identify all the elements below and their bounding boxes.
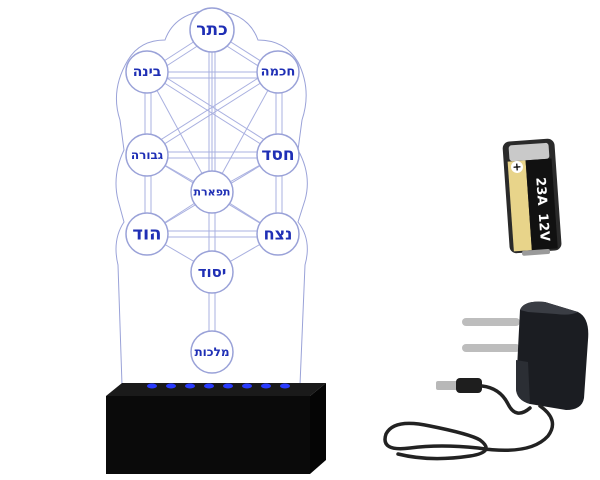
label-chochmah: חכמה (261, 65, 296, 80)
led-base (106, 383, 326, 474)
label-keter: כתר (196, 20, 227, 40)
node-netzach (256, 212, 300, 256)
node-chesed (256, 133, 300, 177)
led-lights (147, 383, 290, 389)
node-binah (125, 50, 169, 94)
node-yesod (190, 250, 234, 294)
label-gevurah: גבורה (131, 148, 164, 162)
node-hod (125, 212, 169, 256)
plug-pin-bottom (462, 344, 520, 352)
power-cable (383, 384, 555, 461)
node-gevurah (125, 133, 169, 177)
label-yesod: יסוד (198, 263, 227, 281)
plug-pin-top (462, 318, 520, 326)
plus-icon (511, 160, 524, 173)
label-malchut: מלכות (194, 345, 229, 359)
battery-voltage: 12V (535, 213, 552, 242)
sefirot-nodes (125, 7, 300, 374)
label-hod: הוד (132, 224, 161, 245)
battery-23a: + 23A 12V (502, 138, 562, 256)
node-chochmah (256, 50, 300, 94)
dc-plug-body (456, 378, 482, 393)
sefirot-labels: כתר בינה חכמה גבורה חסד תפארת הוד נצח יס… (131, 20, 295, 359)
label-netzach: נצח (264, 225, 293, 244)
dc-barrel (436, 381, 458, 390)
label-binah: בינה (133, 64, 162, 80)
label-tiferet: תפארת (194, 186, 231, 199)
battery-type: 23A (532, 177, 549, 206)
power-adapter (383, 301, 589, 461)
node-malchut (190, 330, 234, 374)
label-chesed: חסד (261, 145, 294, 165)
node-keter (189, 7, 235, 53)
node-tiferet (190, 170, 234, 214)
battery-plus: + (512, 160, 522, 174)
